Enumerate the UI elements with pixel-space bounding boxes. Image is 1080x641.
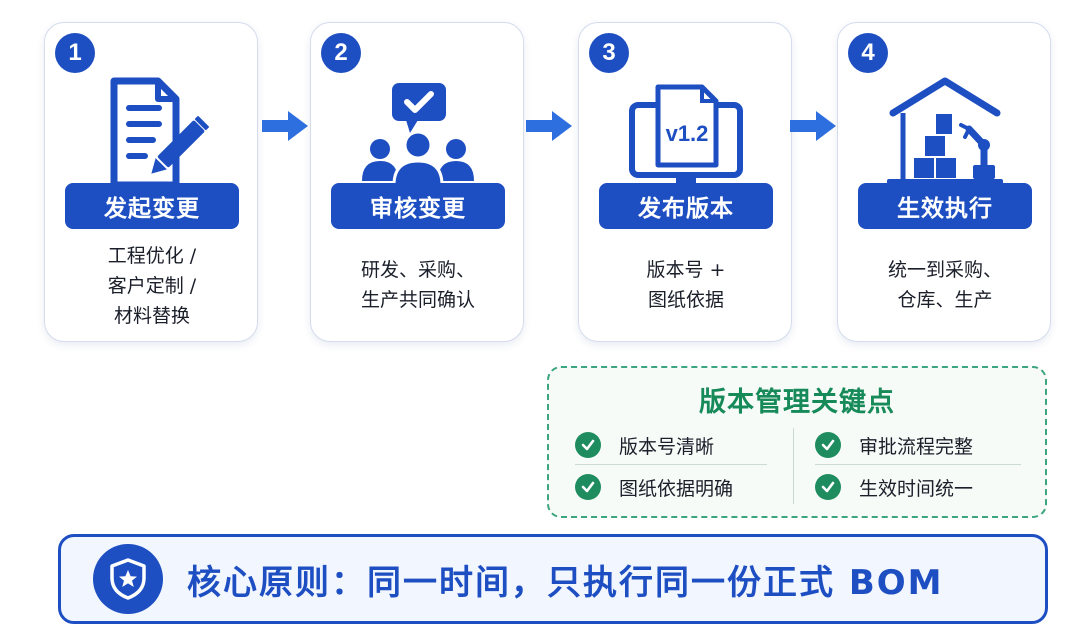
- step-desc-1: 工程优化 / 客户定制 / 材料替换: [53, 241, 251, 331]
- step-desc-line: 统一到采购、: [887, 259, 1002, 281]
- step-label-3: 发布版本: [599, 183, 773, 229]
- key-point-label: 版本号清晰: [619, 435, 715, 458]
- step-card-3: 3 v1.2 发布版本 版本号 + 图纸依据: [578, 22, 792, 342]
- step-desc-line: 材料替换: [113, 305, 190, 327]
- step-card-4: 4 生效执行 统一到采购、 仓库、生产: [837, 22, 1051, 342]
- step-desc-line: 研发、采购、: [360, 259, 475, 281]
- step-desc-2: 研发、采购、 生产共同确认: [319, 255, 517, 315]
- step-desc-line: 仓库、生产: [897, 289, 993, 311]
- team-approve-icon: [358, 53, 478, 193]
- key-point-label: 图纸依据明确: [619, 477, 734, 500]
- step-label-4: 生效执行: [858, 183, 1032, 229]
- step-desc-line: 图纸依据: [647, 289, 724, 311]
- key-point-item: 生效时间统一: [815, 470, 973, 504]
- step-card-2: 2 审核变更 研发、采购、 生产共同确认: [310, 22, 524, 342]
- key-point-label: 审批流程完整: [859, 435, 974, 458]
- check-icon: [575, 432, 601, 458]
- key-point-item: 审批流程完整: [815, 428, 973, 462]
- version-text: v1.2: [666, 121, 709, 146]
- step-desc-4: 统一到采购、 仓库、生产: [846, 255, 1044, 315]
- step-label-1: 发起变更: [65, 183, 239, 229]
- check-icon: [815, 474, 841, 500]
- divider: [793, 428, 794, 504]
- arrow-right-icon: [524, 108, 574, 144]
- step-desc-line: 客户定制 /: [107, 275, 197, 297]
- step-desc-line: 工程优化 /: [107, 245, 197, 267]
- divider: [815, 464, 1021, 465]
- arrow-right-icon: [788, 108, 838, 144]
- arrow-right-icon: [260, 108, 310, 144]
- check-icon: [815, 432, 841, 458]
- key-points-box: 版本管理关键点 版本号清晰 审批流程完整 图纸依据明确 生效时间统一: [547, 366, 1047, 518]
- divider: [575, 464, 767, 465]
- step-desc-3: 版本号 + 图纸依据: [587, 255, 785, 315]
- step-number-2: 2: [321, 33, 361, 73]
- step-number-4: 4: [848, 33, 888, 73]
- step-desc-line: 生产共同确认: [360, 289, 475, 311]
- step-desc-line: 版本号 +: [646, 259, 726, 281]
- shield-star-icon: [93, 544, 163, 614]
- warehouse-robot-icon: [885, 53, 1005, 193]
- document-edit-icon: [92, 53, 212, 193]
- step-number-1: 1: [55, 33, 95, 73]
- key-point-item: 版本号清晰: [575, 428, 714, 462]
- check-icon: [575, 474, 601, 500]
- core-principle-text: 核心原则：同一时间，只执行同一份正式 BOM: [187, 562, 944, 603]
- step-label-2: 审核变更: [331, 183, 505, 229]
- monitor-version-icon: v1.2: [626, 53, 746, 193]
- step-card-1: 1 发起变更 工程优化 / 客户定制 / 材料替换: [44, 22, 258, 342]
- step-number-3: 3: [589, 33, 629, 73]
- key-points-title: 版本管理关键点: [699, 387, 895, 418]
- key-point-item: 图纸依据明确: [575, 470, 733, 504]
- core-principle-banner: 核心原则：同一时间，只执行同一份正式 BOM: [58, 534, 1048, 624]
- key-point-label: 生效时间统一: [859, 477, 974, 500]
